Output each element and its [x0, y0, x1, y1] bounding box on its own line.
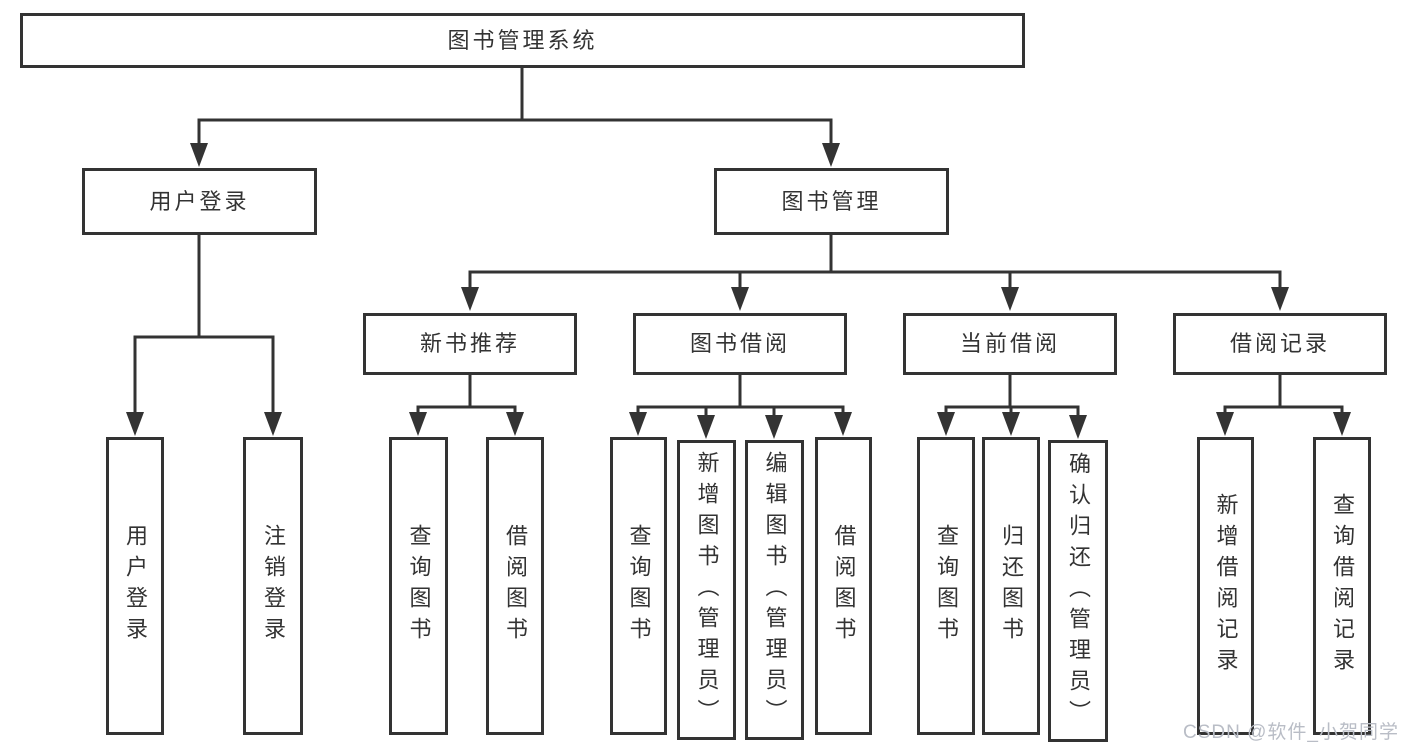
node-leaf-cb-return-book: 归还图书: [982, 437, 1040, 735]
node-leaf-cb-query-book: 查询图书: [917, 437, 975, 735]
node-leaf-logout: 注销登录: [243, 437, 303, 735]
node-leaf-br-query-record: 查询借阅记录: [1313, 437, 1371, 735]
node-leaf-nbr-borrow-book: 借阅图书: [486, 437, 544, 735]
leaf-label: 归还图书: [999, 524, 1024, 648]
leaf-label: 查询图书: [934, 524, 959, 648]
node-current-borrow: 当前借阅: [903, 313, 1117, 375]
node-new-book-recommend: 新书推荐: [363, 313, 577, 375]
node-user-login: 用户登录: [82, 168, 317, 235]
leaf-label: 编辑图书（管理员）: [762, 450, 788, 730]
node-book-management: 图书管理: [714, 168, 949, 235]
node-leaf-bb-add-book-admin: 新增图书（管理员）: [677, 440, 736, 740]
leaf-label: 注销登录: [261, 524, 286, 648]
leaf-label: 借阅图书: [503, 524, 528, 648]
node-leaf-br-add-record: 新增借阅记录: [1197, 437, 1254, 735]
leaf-label: 新增图书（管理员）: [694, 450, 720, 730]
node-leaf-bb-query-book: 查询图书: [610, 437, 667, 735]
leaf-label: 查询借阅记录: [1330, 493, 1355, 679]
node-leaf-cb-confirm-return-admin: 确认归还（管理员）: [1048, 440, 1108, 742]
node-leaf-user-login: 用户登录: [106, 437, 164, 735]
csdn-watermark: CSDN @软件_小贺同学: [1183, 722, 1399, 743]
arrowheads: [126, 143, 1351, 439]
node-root: 图书管理系统: [20, 13, 1025, 68]
node-borrow-record: 借阅记录: [1173, 313, 1387, 375]
leaf-label: 查询图书: [626, 524, 652, 648]
node-leaf-bb-borrow-book: 借阅图书: [815, 437, 872, 735]
leaf-label: 新增借阅记录: [1213, 493, 1239, 679]
leaf-label: 查询图书: [406, 524, 432, 648]
node-leaf-bb-edit-book-admin: 编辑图书（管理员）: [745, 440, 804, 740]
node-leaf-nbr-query-book: 查询图书: [389, 437, 448, 735]
node-book-borrow: 图书借阅: [633, 313, 847, 375]
leaf-label: 用户登录: [123, 524, 148, 648]
leaf-label: 确认归还（管理员）: [1066, 451, 1091, 731]
leaf-label: 借阅图书: [831, 524, 857, 648]
